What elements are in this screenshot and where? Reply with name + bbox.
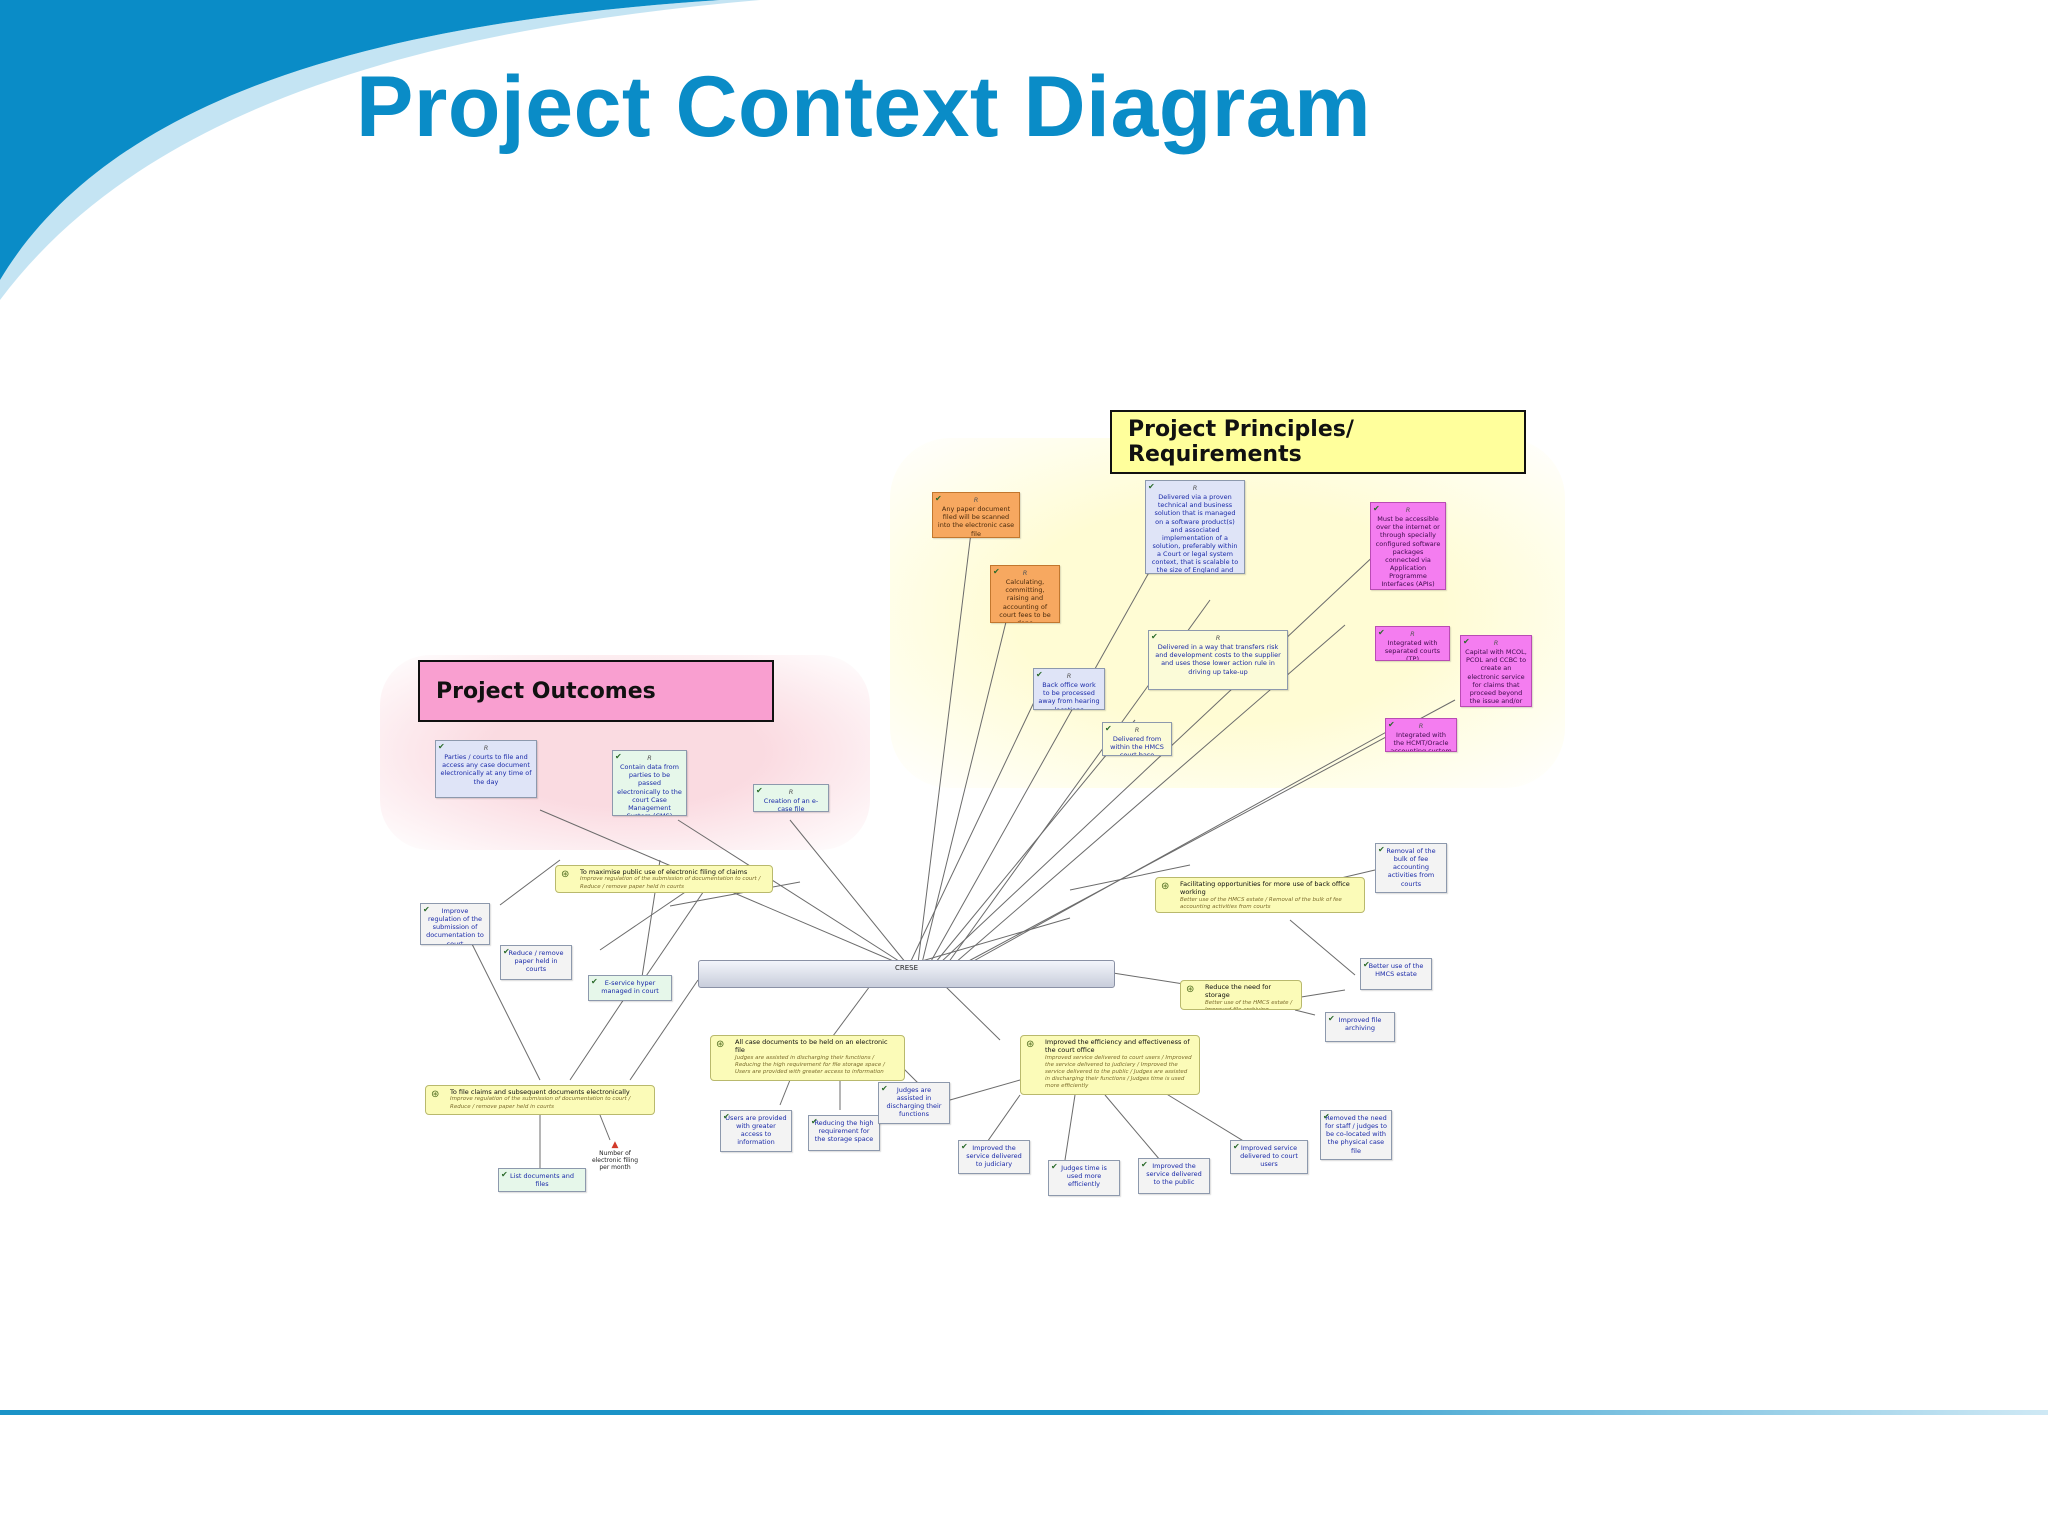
goal-node[interactable]: ⊛All case documents to be held on an ele… [710,1035,905,1081]
goal-node[interactable]: ⊛Improved the efficiency and effectivene… [1020,1035,1200,1095]
benefit-node[interactable]: ✔Users are provided with greater access … [720,1110,792,1152]
goal-node[interactable]: ⊛To maximise public use of electronic fi… [555,865,773,893]
benefit-node[interactable]: ✔Improved service delivered to court use… [1230,1140,1308,1174]
benefit-node[interactable]: ✔Judges are assisted in discharging thei… [878,1082,950,1124]
benefit-node[interactable]: ✔Reduce / remove paper held in courts [500,945,572,980]
benefit-node[interactable]: ✔Better use of the HMCS estate [1360,958,1432,990]
benefit-node[interactable]: ✔Removal of the bulk of fee accounting a… [1375,843,1447,893]
measure-icon: ▲ [611,1140,619,1150]
benefit-node[interactable]: ✔Reducing the high requirement for the s… [808,1115,880,1151]
header-swoosh [0,0,760,300]
benefit-node[interactable]: ✔List documents and files [498,1168,586,1192]
footer-divider [0,1410,2048,1415]
benefit-node[interactable]: ✔Judges time is used more efficiently [1048,1160,1120,1196]
context-diagram: Project Outcomes Project Principles/ Req… [370,400,1570,1220]
benefit-node[interactable]: ✔Improved file archiving [1325,1012,1395,1042]
benefit-node[interactable]: ✔Improve regulation of the submission of… [420,903,490,945]
goal-node[interactable]: ⊛To file claims and subsequent documents… [425,1085,655,1115]
heading-project-outcomes: Project Outcomes [418,660,774,722]
measure-note: ▲Number of electronic filing per month [591,1140,639,1171]
heading-project-principles: Project Principles/ Requirements [1110,410,1526,474]
slide-title: Project Context Diagram [356,59,1372,155]
benefit-node[interactable]: ✔Removed the need for staff / judges to … [1320,1110,1392,1160]
benefit-node[interactable]: ✔Improved the service delivered to judic… [958,1140,1030,1174]
benefit-node[interactable]: ✔Improved the service delivered to the p… [1138,1158,1210,1194]
benefit-node[interactable]: ✔E-service hyper managed in court [588,975,672,1001]
goal-node[interactable]: ⊛Facilitating opportunities for more use… [1155,877,1365,913]
central-project-bar[interactable]: CRESE [698,960,1115,988]
